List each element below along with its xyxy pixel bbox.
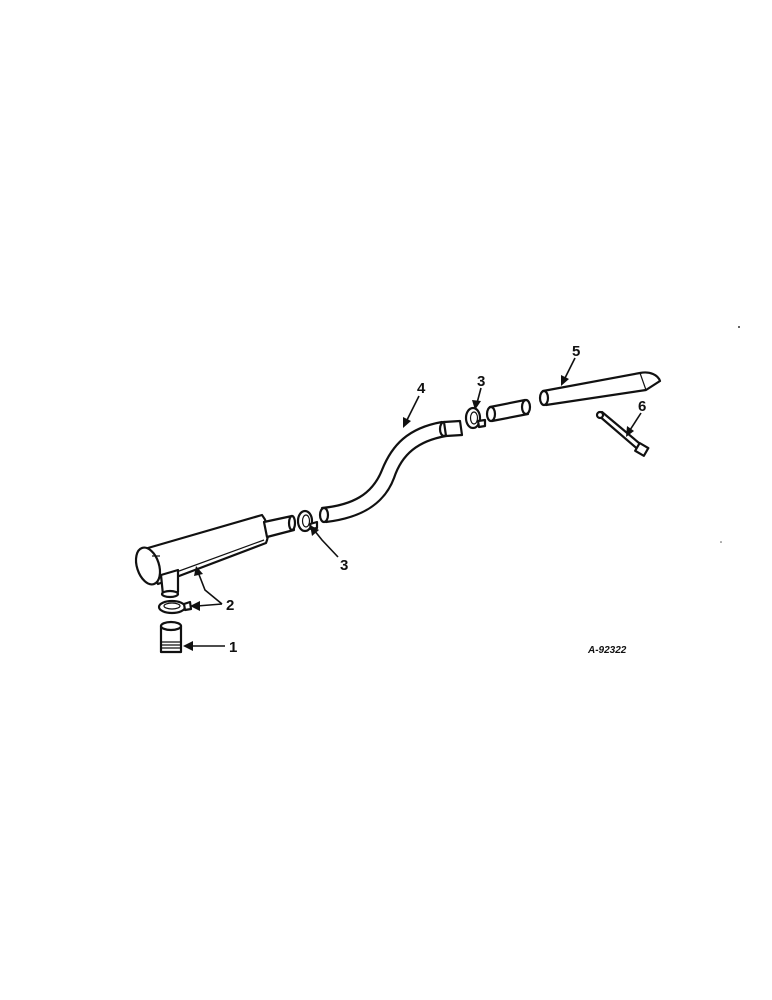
reference-number: A-92322 bbox=[587, 645, 627, 656]
leader-callout-3a bbox=[310, 525, 339, 558]
callout-3b: 3 bbox=[477, 373, 485, 390]
callout-2: 2 bbox=[226, 597, 234, 614]
callout-4: 4 bbox=[417, 380, 426, 397]
callout-6: 6 bbox=[638, 398, 646, 415]
speck bbox=[738, 326, 740, 328]
leader-callout-4 bbox=[403, 395, 420, 428]
callout-3a: 3 bbox=[340, 557, 348, 574]
callout-1: 1 bbox=[229, 639, 237, 656]
adapter-pipe bbox=[159, 620, 183, 654]
speck bbox=[720, 541, 722, 543]
leader-callout-5 bbox=[561, 357, 576, 386]
clamp-lower bbox=[157, 599, 193, 615]
exhaust-tail-pipe bbox=[538, 371, 662, 407]
muffler bbox=[134, 513, 297, 599]
bracket bbox=[595, 410, 650, 457]
leader-callout-2 bbox=[190, 566, 223, 611]
leader-callout-6 bbox=[626, 412, 642, 437]
connector-pipe bbox=[485, 398, 532, 423]
curved-exhaust-pipe bbox=[318, 419, 464, 524]
clamp-upper bbox=[464, 406, 487, 430]
leader-callout-1 bbox=[183, 641, 225, 651]
callout-5: 5 bbox=[572, 343, 580, 360]
leader-callout-3b bbox=[472, 387, 482, 410]
